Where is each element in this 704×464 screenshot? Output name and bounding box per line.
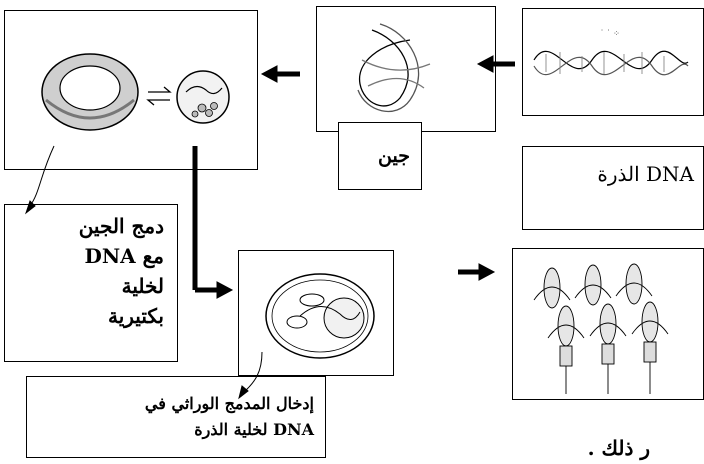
gene-ribbon-icon <box>357 23 431 112</box>
plasmid-cell-icon <box>176 70 230 124</box>
corn-dna-label: DNA الذرة <box>597 162 694 186</box>
corn-dna-label-box <box>522 146 704 230</box>
flow-arrows <box>192 55 515 299</box>
combine-label-line3: لخلية <box>121 274 164 298</box>
combine-text-box <box>4 204 178 362</box>
corn-dna-image-box <box>522 8 704 116</box>
gene-image-box <box>316 6 496 132</box>
insert-label-line2: DNA لخلية الذرة <box>194 420 314 439</box>
combine-label-line2: مع DNA <box>84 244 164 268</box>
recombinant-cell-icon <box>265 273 375 359</box>
gene-label-box <box>338 122 422 190</box>
bacterium-ring-icon <box>41 53 139 131</box>
svg-text:˙ ˙ ⁘: ˙ ˙ ⁘ <box>600 29 620 38</box>
dna-helix-icon: ˙ ˙ ⁘ <box>533 29 689 76</box>
pointer-arrows <box>25 145 263 400</box>
gene-label: جين <box>378 145 410 167</box>
insert-label-line1: إدخال المدمج الوراثي في <box>144 394 314 413</box>
insert-text-box <box>26 376 326 458</box>
footer-text: ر ذلك . <box>587 436 650 460</box>
combine-label-line4: بكتيرية <box>107 304 164 328</box>
exchange-arrows-icon <box>146 86 172 106</box>
corn-plants-icon <box>533 263 669 394</box>
combine-label-line1: دمج الجين <box>78 214 164 238</box>
